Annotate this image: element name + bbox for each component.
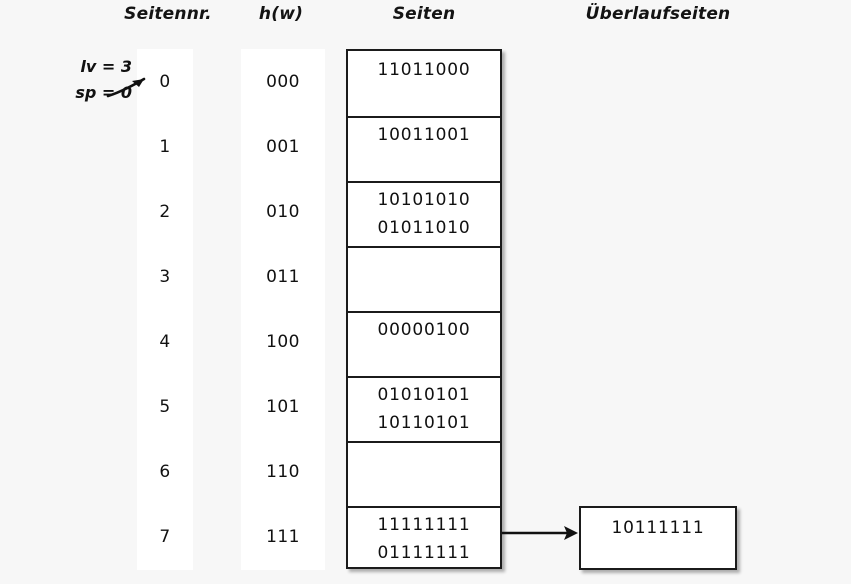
page-number-cell: 3 — [159, 266, 171, 287]
record-value: 10011001 — [377, 125, 471, 145]
page-number-cell: 4 — [159, 331, 171, 352]
split-pointer-value: sp = 0 — [75, 83, 132, 102]
page-number-cell: 6 — [159, 461, 171, 482]
row-divider — [348, 311, 500, 313]
arrow-right-icon — [502, 526, 578, 540]
page-bucket-row: 00000100 — [348, 311, 500, 376]
record-value: 01011010 — [377, 218, 471, 238]
column-header-page-number: Seitennr. — [124, 4, 212, 24]
page-number-cell: 0 — [159, 71, 171, 92]
row-divider — [348, 376, 500, 378]
hash-cell: 111 — [266, 526, 300, 547]
page-bucket-row: 10101010 01011010 — [348, 181, 500, 246]
page-bucket-row — [348, 441, 500, 506]
row-divider — [348, 116, 500, 118]
row-divider — [348, 181, 500, 183]
overflow-page-box: 10111111 — [579, 506, 737, 570]
hash-cell: 110 — [266, 461, 300, 482]
record-value: 10110101 — [377, 413, 471, 433]
page-number-cell: 7 — [159, 526, 171, 547]
page-bucket-row: 01010101 10110101 — [348, 376, 500, 441]
page-number-cell: 1 — [159, 136, 171, 157]
arrow-up-right-icon — [106, 77, 146, 98]
overflow-record-value: 10111111 — [611, 518, 705, 538]
hash-cell: 011 — [266, 266, 300, 287]
page-number-column-background — [137, 49, 193, 570]
record-value: 01111111 — [377, 543, 471, 563]
parameter-annotation: lv = 3 sp = 0 — [40, 54, 132, 106]
record-value: 11111111 — [377, 515, 471, 535]
level-value: lv = 3 — [80, 57, 132, 76]
hash-cell: 001 — [266, 136, 300, 157]
hash-cell: 101 — [266, 396, 300, 417]
page-bucket-row: 11011000 — [348, 51, 500, 116]
row-divider — [348, 441, 500, 443]
page-bucket-row — [348, 246, 500, 311]
hash-cell: 100 — [266, 331, 300, 352]
page-bucket-row: 11111111 01111111 — [348, 506, 500, 571]
column-header-pages: Seiten — [392, 4, 456, 24]
page-number-cell: 2 — [159, 201, 171, 222]
record-value: 00000100 — [377, 320, 471, 340]
row-divider — [348, 506, 500, 508]
page-bucket-row: 10011001 — [348, 116, 500, 181]
column-header-overflow-pages: Überlaufseiten — [585, 4, 731, 24]
column-header-hash: h(w) — [258, 4, 304, 24]
pages-table: 11011000 10011001 10101010 01011010 0000… — [346, 49, 502, 569]
record-value: 11011000 — [377, 60, 471, 80]
record-value: 10101010 — [377, 190, 471, 210]
hash-column-background — [241, 49, 325, 570]
page-number-cell: 5 — [159, 396, 171, 417]
record-value: 01010101 — [377, 385, 471, 405]
row-divider — [348, 246, 500, 248]
hash-cell: 010 — [266, 201, 300, 222]
hash-cell: 000 — [266, 71, 300, 92]
